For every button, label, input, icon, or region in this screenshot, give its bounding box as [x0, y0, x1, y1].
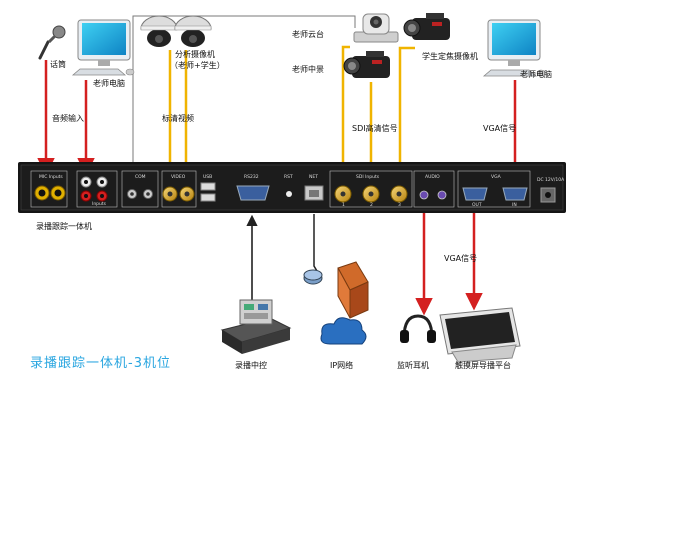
- vga-in-label: VGA信号: [483, 124, 517, 133]
- microphone-label: 话筒: [50, 60, 66, 69]
- sdi-arrow-3: [398, 46, 415, 172]
- diagram-title: 录播跟踪一体机-3机位: [30, 356, 171, 371]
- usb-port-2: [200, 193, 216, 202]
- teacher-pc-right-label: 老师电脑: [520, 70, 552, 79]
- main-unit-label: 录播跟踪一体机: [36, 222, 92, 231]
- net-line: [313, 214, 321, 277]
- panel-out-label: OUT: [472, 202, 482, 208]
- panel-net-label: NET: [309, 174, 318, 180]
- audio-input-label: 音频输入: [52, 114, 84, 123]
- teacher-ptz-label: 老师云台: [292, 30, 324, 39]
- headphones-icon: [400, 314, 436, 343]
- rs232-port: [236, 185, 270, 201]
- panel-usb-label: USB: [203, 174, 212, 180]
- touch-platform-label: 触摸屏导播平台: [455, 361, 511, 370]
- vga-out-label: VGA信号: [444, 254, 478, 263]
- vga-out-port: [462, 187, 488, 201]
- usb-port-1: [200, 182, 216, 191]
- ip-network-label: IP网络: [330, 361, 354, 370]
- rst-button: [286, 191, 292, 197]
- panel-line-label: Inputs: [92, 201, 107, 207]
- sdi-hd-label: SDI高清信号: [352, 124, 398, 133]
- sdi-port-num-2: 2: [370, 202, 373, 208]
- touch-platform-icon: [439, 307, 521, 363]
- microphone-icon: [38, 25, 66, 60]
- audio-out-jack: [419, 190, 429, 200]
- panel-video-label: VIDEO: [171, 174, 186, 180]
- panel-audio-label: AUDIO: [425, 174, 440, 180]
- panel-rs232-label: RS232: [244, 174, 259, 180]
- teacher-medium-label: 老师中景: [292, 65, 324, 74]
- panel-power-label: DC 12V/10A: [537, 177, 565, 183]
- dome-camera-teacher-icon: [140, 15, 178, 47]
- teacher-pc-left-label: 老师电脑: [93, 79, 125, 88]
- panel-in-label: IN: [512, 202, 517, 208]
- sdi-arrow-1: [341, 45, 350, 172]
- sdi-port-num-1: 1: [342, 202, 345, 208]
- audio-in-jack: [437, 190, 447, 200]
- panel-com-label: COM: [135, 174, 146, 180]
- teacher-pc-right-icon: [482, 19, 546, 77]
- student-camera-label: 学生定焦摄像机: [422, 52, 478, 61]
- panel-vga-label: VGA: [491, 174, 502, 180]
- panel-mic-label: MIC Inputs: [39, 174, 63, 180]
- split-camera-label-1: 分析摄像机: [175, 50, 215, 59]
- main-unit-panel: MIC Inputs Inputs COM VIDEO USB RS232 RS…: [18, 162, 566, 213]
- teacher-pc-left-icon: [71, 19, 135, 76]
- router-icon: [303, 269, 323, 285]
- headphones-label: 监听耳机: [397, 361, 429, 370]
- firewall-icon: [337, 261, 369, 319]
- sd-video-label: 标清视频: [162, 114, 194, 123]
- sdi-port-num-3: 3: [398, 202, 401, 208]
- split-camera-label-2: （老师+学生）: [170, 61, 225, 70]
- panel-rst-label: RST: [284, 174, 293, 180]
- ip-network-cloud-icon: [320, 317, 367, 345]
- vga-in-port: [502, 187, 528, 201]
- panel-sdi-label: SDI Inputs: [356, 174, 380, 180]
- central-control-icon: [220, 299, 292, 354]
- ptz-camera-icon: [353, 13, 399, 43]
- student-fixed-camera-icon: [403, 13, 450, 40]
- dome-camera-student-icon: [174, 15, 212, 47]
- ptz-control-line: [132, 15, 356, 162]
- camcorder-medium-icon: [343, 51, 390, 78]
- central-control-label: 录播中控: [235, 361, 267, 370]
